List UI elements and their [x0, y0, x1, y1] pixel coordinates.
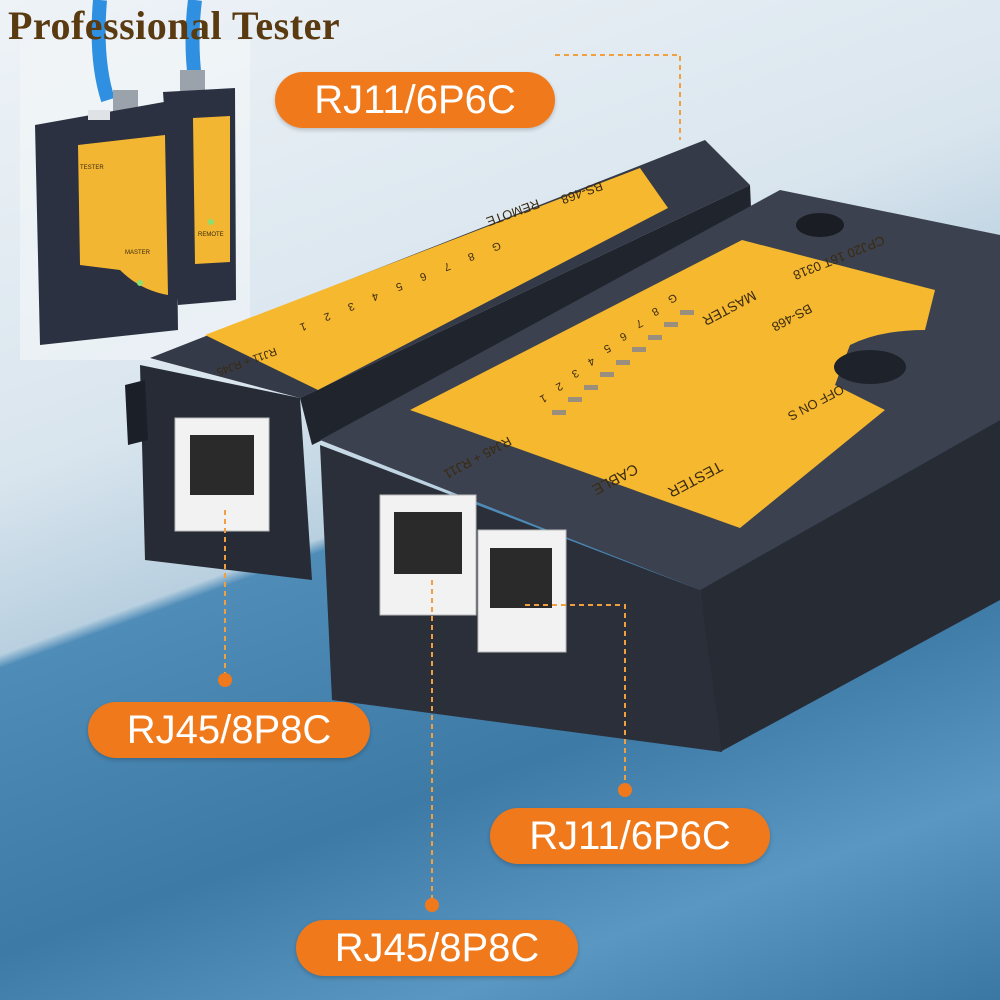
master-panel [410, 240, 935, 528]
callout-dots [218, 673, 632, 912]
remote-device [125, 140, 752, 580]
cable-icon [91, 0, 115, 103]
callout-top-rj11: RJ11/6P6C [275, 72, 555, 128]
callout-lines [224, 54, 681, 905]
inset-remote: REMOTE [198, 232, 224, 238]
callout-right-rj11: RJ11/6P6C [490, 808, 770, 864]
remote-panel [205, 168, 668, 390]
inset-photo [20, 0, 250, 360]
callout-bottom-rj45: RJ45/8P8C [296, 920, 578, 976]
inset-master: MASTER [125, 250, 151, 256]
page-title: Professional Tester [8, 3, 341, 48]
logo-badge [796, 213, 844, 237]
callout-left-rj45: RJ45/8P8C [88, 702, 370, 758]
master-device [320, 190, 1000, 752]
master-led-column [552, 310, 694, 415]
power-switch[interactable] [834, 350, 906, 384]
inset-cable-tester: TESTER [80, 165, 104, 171]
